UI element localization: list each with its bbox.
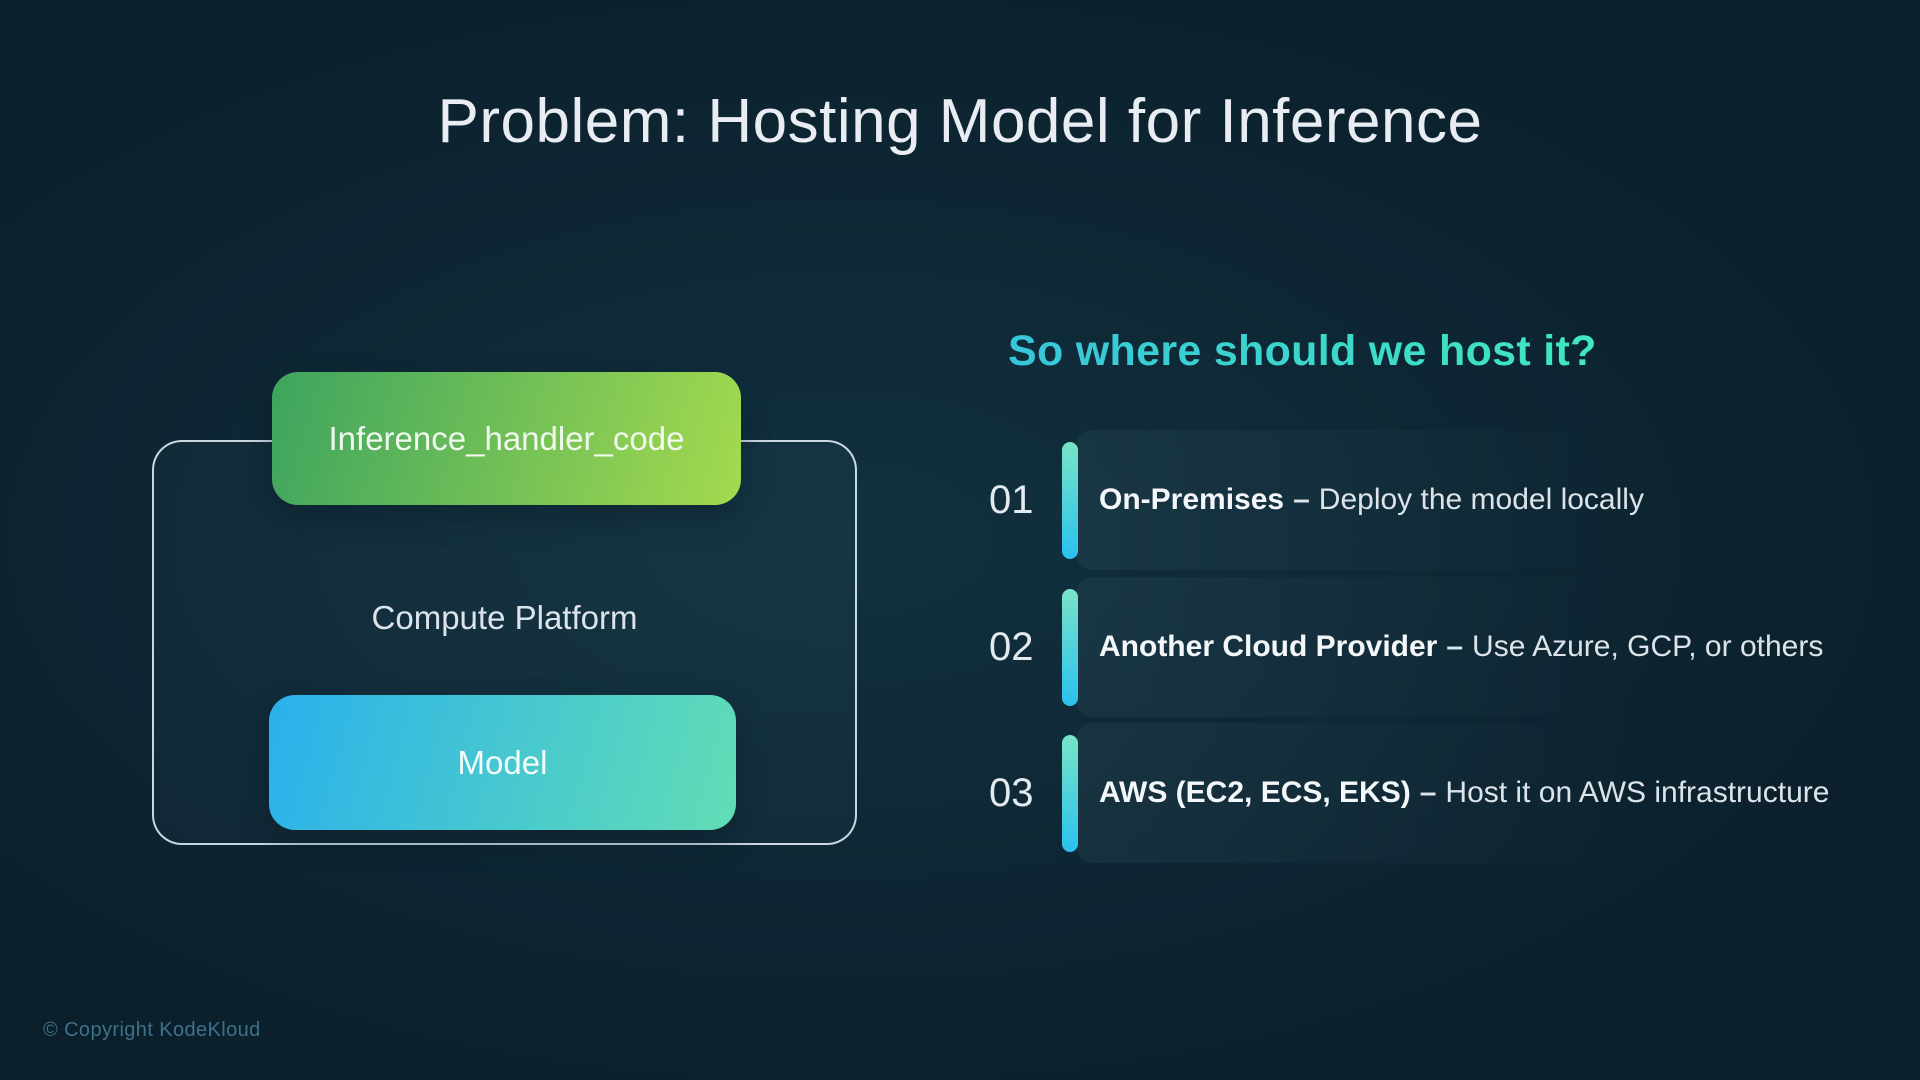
option-name: Another Cloud Provider bbox=[1099, 630, 1438, 663]
option-number: 02 bbox=[989, 624, 1034, 669]
option-number: 01 bbox=[989, 477, 1034, 522]
model-box: Model bbox=[269, 695, 736, 830]
option-description: Host it on AWS infrastructure bbox=[1445, 776, 1830, 809]
option-separator: – bbox=[1446, 630, 1464, 663]
copyright-text: © Copyright KodeKloud bbox=[43, 1019, 261, 1041]
option-description: Use Azure, GCP, or others bbox=[1472, 630, 1824, 663]
model-box-label: Model bbox=[457, 743, 548, 781]
option-separator: – bbox=[1419, 776, 1437, 809]
option-row-aws: 03 AWS (EC2, ECS, EKS)–Host it on AWS in… bbox=[989, 723, 1829, 863]
option-row-on-premises: 01 On-Premises–Deploy the model locally bbox=[989, 430, 1697, 570]
compute-platform-label: Compute Platform bbox=[371, 599, 638, 636]
accent-bar bbox=[1062, 441, 1078, 559]
option-separator: – bbox=[1293, 483, 1310, 516]
option-card: Another Cloud Provider–Use Azure, GCP, o… bbox=[1077, 577, 1823, 717]
accent-bar bbox=[1062, 588, 1078, 706]
question-heading: So where should we host it? bbox=[1008, 327, 1597, 375]
option-number: 03 bbox=[989, 770, 1034, 815]
accent-bar bbox=[1062, 734, 1078, 852]
option-row-another-cloud-provider: 02 Another Cloud Provider–Use Azure, GCP… bbox=[989, 577, 1823, 717]
option-description: Deploy the model locally bbox=[1318, 483, 1644, 516]
option-name: On-Premises bbox=[1099, 483, 1285, 516]
option-card: On-Premises–Deploy the model locally bbox=[1077, 430, 1697, 570]
inference-handler-code-box: Inference_handler_code bbox=[272, 372, 741, 505]
option-name: AWS (EC2, ECS, EKS) bbox=[1099, 776, 1411, 809]
inference-handler-code-label: Inference_handler_code bbox=[328, 419, 685, 457]
option-card: AWS (EC2, ECS, EKS)–Host it on AWS infra… bbox=[1077, 723, 1829, 863]
slide-title: Problem: Hosting Model for Inference bbox=[437, 87, 1483, 156]
